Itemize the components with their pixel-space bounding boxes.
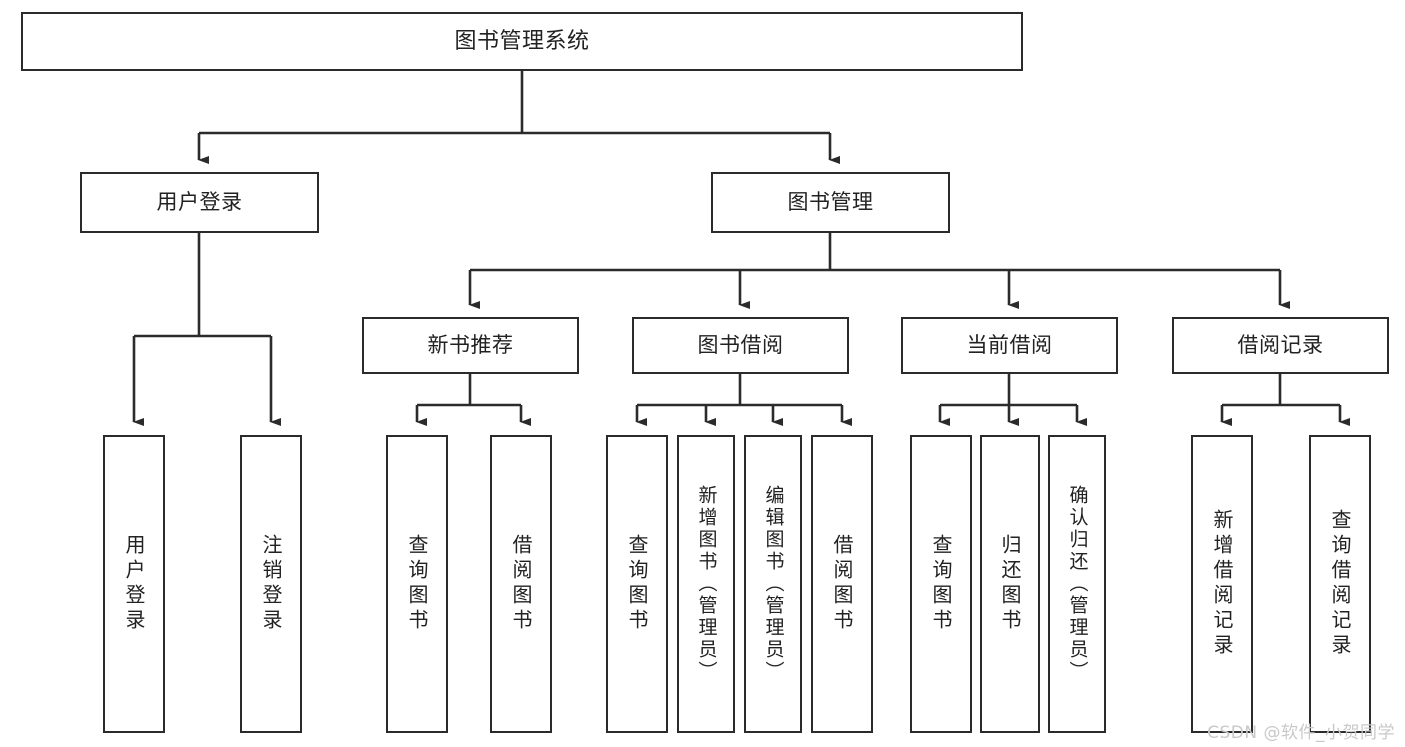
node-leaf-confirm-return-admin[interactable]: 确认归还（管理员）	[1048, 435, 1106, 733]
node-label: 新书推荐	[427, 333, 514, 357]
node-borrow-record[interactable]: 借阅记录	[1172, 317, 1389, 374]
node-label: 图书管理	[787, 190, 874, 214]
node-leaf-borrow-book-2[interactable]: 借阅图书	[811, 435, 873, 733]
node-leaf-add-borrow-record[interactable]: 新增借阅记录	[1191, 435, 1253, 733]
node-label: 编辑图书（管理员）	[762, 485, 785, 683]
watermark-csdn: CSDN @软件_小贺同学	[1207, 723, 1395, 743]
node-new-book-recommend[interactable]: 新书推荐	[362, 317, 579, 374]
node-current-borrow[interactable]: 当前借阅	[901, 317, 1118, 374]
node-user-login[interactable]: 用户登录	[80, 172, 319, 233]
node-leaf-query-book-2[interactable]: 查询图书	[606, 435, 668, 733]
node-leaf-edit-book-admin[interactable]: 编辑图书（管理员）	[744, 435, 802, 733]
node-leaf-add-book-admin[interactable]: 新增图书（管理员）	[677, 435, 735, 733]
node-label: 图书管理系统	[454, 28, 590, 54]
node-label: 借阅图书	[509, 534, 533, 634]
node-label: 借阅图书	[830, 534, 854, 634]
node-label: 新增图书（管理员）	[695, 485, 718, 683]
node-label: 确认归还（管理员）	[1066, 485, 1089, 683]
node-leaf-query-book-1[interactable]: 查询图书	[386, 435, 448, 733]
node-leaf-logout-login[interactable]: 注销登录	[240, 435, 302, 733]
node-book-management[interactable]: 图书管理	[711, 172, 950, 233]
node-label: 注销登录	[259, 534, 283, 634]
node-label: 借阅记录	[1237, 333, 1324, 357]
node-book-borrow[interactable]: 图书借阅	[632, 317, 849, 374]
node-leaf-return-book[interactable]: 归还图书	[980, 435, 1040, 733]
node-label: 新增借阅记录	[1210, 509, 1234, 659]
node-leaf-query-borrow-record[interactable]: 查询借阅记录	[1309, 435, 1371, 733]
node-label: 查询图书	[625, 534, 649, 634]
node-label: 用户登录	[156, 190, 243, 214]
node-leaf-user-login[interactable]: 用户登录	[103, 435, 165, 733]
node-leaf-borrow-book-1[interactable]: 借阅图书	[490, 435, 552, 733]
node-leaf-query-book-3[interactable]: 查询图书	[910, 435, 972, 733]
node-label: 用户登录	[122, 534, 146, 634]
node-label: 归还图书	[998, 534, 1022, 634]
node-label: 查询图书	[929, 534, 953, 634]
node-label: 查询借阅记录	[1328, 509, 1352, 659]
node-root-book-management-system[interactable]: 图书管理系统	[21, 12, 1023, 71]
node-label: 当前借阅	[966, 333, 1053, 357]
node-label: 查询图书	[405, 534, 429, 634]
node-label: 图书借阅	[697, 333, 784, 357]
